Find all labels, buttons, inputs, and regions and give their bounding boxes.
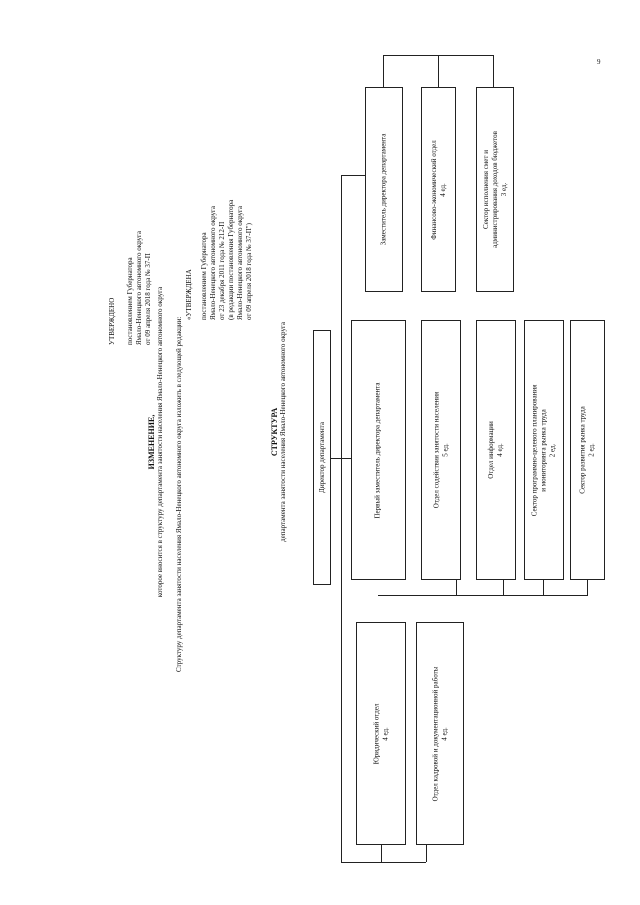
- budget-sector-staff: 3 ед.: [499, 182, 508, 197]
- connector-line: [503, 580, 504, 595]
- approval-quoted-heading: «УТВЕРЖДЕНА: [185, 269, 193, 320]
- first-deputy-box: Первый заместитель директора департамент…: [351, 320, 406, 580]
- hr-department-name: Отдел кадровой и документационной работы: [431, 666, 439, 801]
- page-number: 9: [597, 58, 601, 66]
- changes-heading: ИЗМЕНЕНИЕ, которое вносится в структуру …: [147, 212, 165, 672]
- legal-department-name: Юридический отдел: [372, 703, 380, 764]
- connector-line: [493, 55, 494, 87]
- budget-sector-box: Сектор исполнения смет и администрирован…: [476, 87, 514, 292]
- budget-sector-label: Сектор исполнения смет и администрирован…: [482, 131, 509, 248]
- structure-subtitle: департамента занятости населения Ямало-Н…: [279, 322, 287, 542]
- first-deputy-label: Первый заместитель директора департамент…: [374, 381, 382, 519]
- labor-market-sector-label: Сектор развития рынка труда 2 ед.: [579, 406, 597, 493]
- approval-quoted-line: Ямало-Ненецкого автономного округа: [209, 205, 217, 320]
- labor-market-sector-name: Сектор развития рынка труда: [578, 406, 587, 494]
- deputy-director-label: Заместитель директора департамента: [379, 133, 388, 246]
- connector-line: [587, 580, 588, 595]
- approval-quoted-line: от 23 декабря 2011 года № 212-П: [218, 221, 226, 320]
- connector-line: [426, 845, 427, 862]
- director-label: Директор департамента: [317, 422, 326, 493]
- approval-quoted-line: от 09 апреля 2018 года № 37-П"): [245, 223, 253, 320]
- connector-line: [381, 845, 382, 862]
- connector-line: [341, 175, 342, 862]
- approval-quoted-line: постановлением Губернатора: [200, 232, 208, 320]
- connector-line: [456, 580, 457, 595]
- hr-department-staff: 4 ед.: [440, 726, 448, 741]
- employment-department-box: Отдел содействия занятости населения 5 е…: [421, 320, 461, 580]
- information-department-name: Отдел информации: [487, 421, 495, 479]
- legal-department-staff: 4 ед.: [381, 726, 389, 741]
- financial-department-name: Финансово-экономический отдел: [429, 139, 438, 240]
- planning-sector-label: Сектор программно-целевого планирования …: [531, 384, 558, 516]
- financial-department-box: Финансово-экономический отдел 4 ед.: [421, 87, 456, 292]
- deputy-director-box: Заместитель директора департамента: [365, 87, 403, 292]
- approval-quoted: «УТВЕРЖДЕНА постановлением Губернатора Я…: [185, 200, 254, 320]
- director-box: Директор департамента: [313, 330, 331, 585]
- budget-sector-name-2: администрирования доходов бюджетов: [490, 131, 499, 248]
- legal-department-box: Юридический отдел 4 ед.: [356, 622, 406, 845]
- approval-top-heading: УТВЕРЖДЕНО: [108, 297, 116, 345]
- connector-line: [331, 458, 341, 459]
- information-department-box: Отдел информации 4 ед.: [476, 320, 516, 580]
- legal-department-label: Юридический отдел 4 ед.: [372, 703, 390, 764]
- connector-line: [341, 862, 381, 863]
- approval-quoted-line: Ямало-Ненецкого автономного округа: [236, 205, 244, 320]
- financial-department-staff: 4 ед.: [438, 182, 447, 197]
- connector-line: [341, 175, 365, 176]
- planning-sector-box: Сектор программно-целевого планирования …: [524, 320, 564, 580]
- financial-department-label: Финансово-экономический отдел 4 ед.: [430, 140, 448, 240]
- connector-line: [341, 458, 351, 459]
- planning-sector-staff: 2 ед.: [548, 443, 557, 457]
- labor-market-sector-box: Сектор развития рынка труда 2 ед.: [570, 320, 605, 580]
- employment-department-staff: 5 ед.: [441, 443, 450, 457]
- information-department-staff: 4 ед.: [496, 443, 504, 457]
- connector-line: [543, 580, 544, 595]
- employment-department-name: Отдел содействия занятости населения: [432, 391, 441, 509]
- changes-intro: Структуру департамента занятости населен…: [175, 316, 183, 672]
- connector-line: [378, 595, 588, 596]
- approval-top-line: постановлением Губернатора: [126, 257, 134, 345]
- hr-department-box: Отдел кадровой и документационной работы…: [416, 622, 464, 845]
- hr-department-label: Отдел кадровой и документационной работы…: [431, 666, 449, 801]
- approval-top-line: Ямало-Ненецкого автономного округа: [135, 230, 143, 345]
- planning-sector-name-2: и мониторинга рынка труда: [539, 408, 548, 492]
- changes-title: ИЗМЕНЕНИЕ,: [147, 414, 156, 470]
- changes-subtitle: которое вносится в структуру департамент…: [156, 286, 164, 598]
- labor-market-sector-staff: 2 ед.: [587, 443, 596, 457]
- employment-department-label: Отдел содействия занятости населения 5 е…: [432, 392, 450, 509]
- connector-line: [381, 862, 426, 863]
- connector-line: [438, 55, 439, 87]
- budget-sector-name: Сектор исполнения смет и: [481, 150, 490, 229]
- structure-heading: СТРУКТУРА департамента занятости населен…: [270, 272, 288, 592]
- structure-title: СТРУКТУРА: [270, 407, 279, 457]
- information-department-label: Отдел информации 4 ед.: [487, 421, 505, 479]
- approval-quoted-line: (в редакции постановления Губернатора: [227, 199, 235, 320]
- planning-sector-name: Сектор программно-целевого планирования: [530, 384, 539, 516]
- connector-line: [383, 55, 384, 87]
